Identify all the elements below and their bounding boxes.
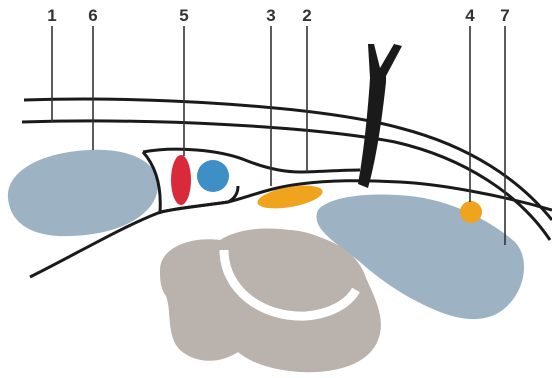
label-2: 2	[302, 6, 311, 25]
artery	[171, 155, 191, 205]
label-4: 4	[465, 6, 475, 25]
needle	[358, 44, 402, 188]
nerve-4	[460, 201, 482, 223]
number-labels: 1 6 5 3 2 4 7	[47, 6, 509, 25]
label-6: 6	[88, 6, 97, 25]
label-3: 3	[266, 6, 275, 25]
label-7: 7	[500, 6, 509, 25]
label-1: 1	[47, 6, 56, 25]
label-5: 5	[179, 6, 188, 25]
vein	[197, 160, 229, 192]
